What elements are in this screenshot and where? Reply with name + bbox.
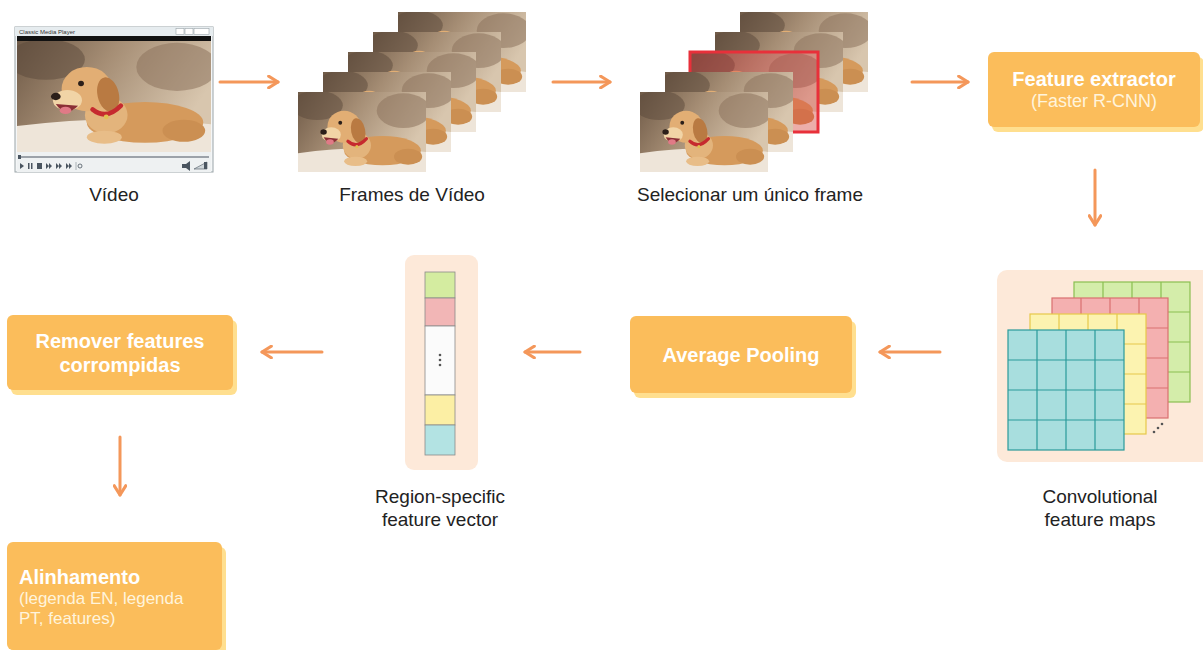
feature-vector bbox=[405, 255, 478, 470]
selected-frame-illustration: Selecionar um único frame bbox=[630, 12, 870, 207]
illustration-part bbox=[1153, 431, 1156, 434]
illustration-part bbox=[1008, 330, 1124, 450]
illustration-part bbox=[56, 163, 62, 169]
illustration-part bbox=[439, 359, 442, 362]
box-subtitle: (Faster R-CNN) bbox=[1031, 91, 1157, 113]
video-frames-stack bbox=[292, 11, 531, 172]
flow-arrow bbox=[1094, 170, 1097, 225]
illustration-part bbox=[28, 163, 30, 169]
illustration-caption: Convolutional feature maps bbox=[1025, 486, 1175, 532]
feature-maps-illustration: Convolutional feature maps bbox=[997, 270, 1203, 532]
illustration-part bbox=[439, 364, 442, 367]
illustration-part bbox=[17, 152, 211, 172]
illustration-caption: Frames de Vídeo bbox=[339, 184, 485, 207]
illustration-part bbox=[425, 395, 455, 425]
illustration-part bbox=[17, 36, 211, 41]
illustration-part bbox=[997, 270, 1203, 462]
illustration-part bbox=[176, 29, 184, 35]
illustration-caption: Selecionar um único frame bbox=[637, 184, 863, 207]
illustration-part bbox=[20, 163, 24, 169]
video-illustration: Vídeo bbox=[15, 27, 213, 207]
box-title: Remover features corrompidas bbox=[19, 329, 221, 377]
box-title: Average Pooling bbox=[662, 343, 819, 367]
illustration-part bbox=[76, 162, 77, 170]
frames-illustration: Frames de Vídeo bbox=[298, 12, 526, 207]
illustration-part bbox=[66, 163, 72, 169]
flow-arrow bbox=[525, 351, 580, 354]
box-title: Feature extractor bbox=[1012, 67, 1175, 91]
flow-arrow bbox=[262, 351, 322, 354]
illustration-part bbox=[425, 298, 455, 326]
illustration-part bbox=[425, 326, 455, 395]
illustration-part bbox=[46, 163, 52, 169]
illustration-part bbox=[405, 255, 478, 470]
illustration-part bbox=[1008, 330, 1124, 450]
illustration-caption: Region-specific feature vector bbox=[360, 486, 520, 532]
illustration-part bbox=[78, 164, 82, 168]
illustration-part bbox=[425, 272, 455, 298]
illustration-part bbox=[19, 156, 209, 157]
flow-arrow bbox=[880, 351, 940, 354]
illustration-part bbox=[37, 163, 42, 169]
illustration-part bbox=[18, 155, 21, 159]
flow-arrow bbox=[912, 81, 968, 84]
flow-arrow bbox=[553, 81, 610, 84]
illustration-part bbox=[1008, 330, 1124, 450]
illustration-part bbox=[439, 354, 442, 357]
illustration-part bbox=[15, 27, 213, 36]
illustration-part bbox=[1161, 423, 1164, 426]
illustration-part bbox=[425, 425, 455, 455]
feature-maps bbox=[997, 270, 1203, 462]
box-subtitle: (legenda EN, legenda PT, features) bbox=[19, 589, 210, 630]
illustration-part bbox=[1157, 427, 1160, 430]
illustration-caption: Vídeo bbox=[89, 184, 139, 207]
illustration-part bbox=[194, 162, 207, 169]
illustration-part bbox=[194, 29, 209, 35]
flow-arrow bbox=[119, 437, 122, 495]
illustration-part bbox=[634, 91, 773, 172]
process-box: Remover features corrompidas bbox=[7, 315, 233, 390]
process-box: Alinhamento(legenda EN, legenda PT, feat… bbox=[7, 542, 222, 650]
illustration-part bbox=[31, 163, 33, 169]
selected-frame-stack bbox=[634, 11, 873, 172]
illustration-part bbox=[7, 39, 217, 152]
feature-vector-illustration: Region-specific feature vector bbox=[360, 255, 520, 532]
window-title: Classic Media Player bbox=[19, 28, 75, 36]
illustration-part bbox=[185, 29, 193, 35]
illustration-part bbox=[204, 162, 207, 169]
process-box: Average Pooling bbox=[630, 316, 852, 393]
flow-arrow bbox=[220, 81, 278, 84]
media-player-window bbox=[7, 27, 217, 172]
process-box: Feature extractor(Faster R-CNN) bbox=[988, 52, 1200, 127]
illustration-part bbox=[182, 161, 190, 171]
box-title: Alinhamento bbox=[19, 565, 140, 589]
illustration-part bbox=[292, 91, 431, 172]
